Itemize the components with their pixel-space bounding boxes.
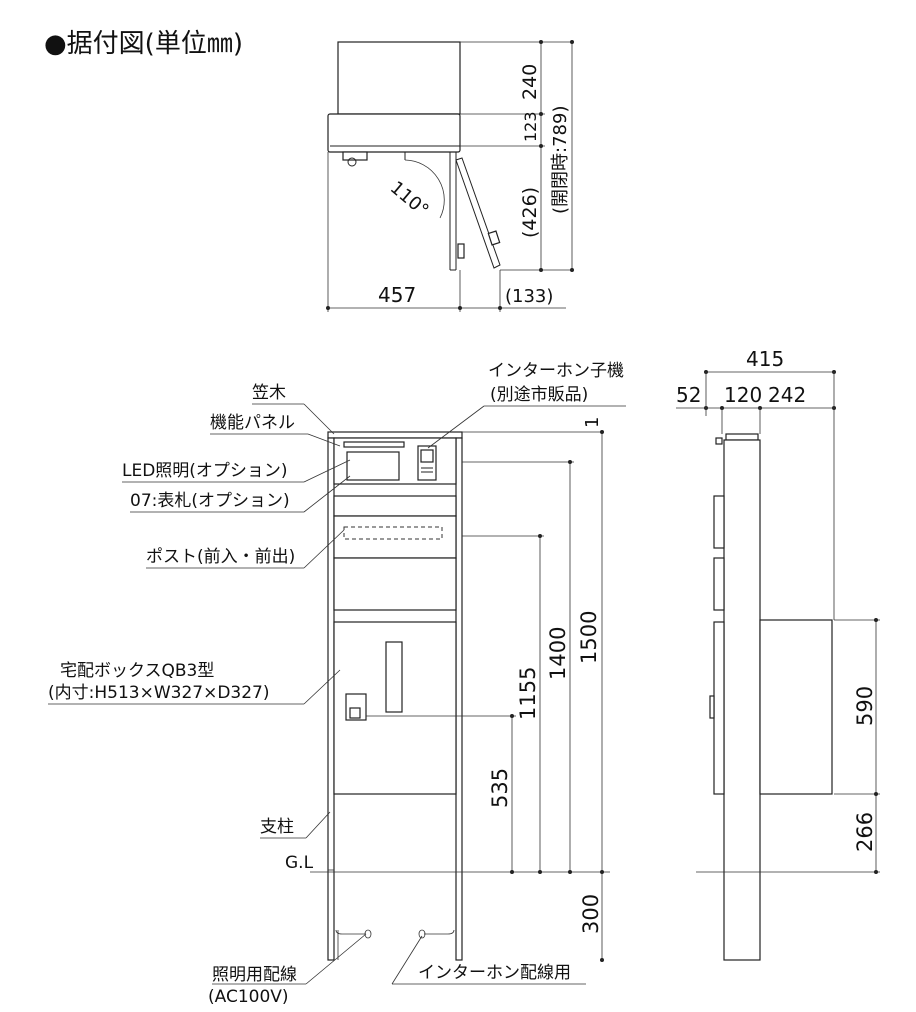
dim-120: 120 (724, 383, 762, 407)
dim-1400: 1400 (546, 627, 570, 680)
label-light-wiring: 照明用配線 (212, 965, 297, 985)
label-delivery-box-size: (内寸:H513×W327×D327) (48, 683, 270, 703)
dim-123: 123 (521, 111, 540, 142)
side-view: 415 52 120 242 590 266 (676, 347, 880, 961)
label-function-panel: 機能パネル (210, 413, 295, 433)
dim-1500: 1500 (577, 611, 601, 664)
label-light-wiring-ac: (AC100V) (208, 987, 289, 1007)
dim-789: (開閉時:789) (550, 106, 571, 214)
dim-457: 457 (378, 283, 416, 307)
dim-590: 590 (853, 686, 877, 726)
dim-1: 1 (582, 417, 603, 428)
dim-415: 415 (746, 347, 784, 371)
dim-240: 240 (519, 64, 541, 100)
dim-300: 300 (579, 894, 603, 934)
dim-1155: 1155 (516, 667, 540, 720)
top-view: 110° 240 123 (426) (開閉時:789) 457 (133) (326, 40, 574, 312)
dim-242: 242 (768, 383, 806, 407)
dim-52: 52 (676, 383, 701, 407)
dim-426: (426) (519, 187, 541, 238)
label-kasagi: 笠木 (252, 383, 286, 403)
label-intercom: インターホン子機 (488, 361, 624, 381)
dim-535: 535 (488, 768, 512, 808)
label-post: ポスト(前入・前出) (146, 547, 295, 567)
label-pillar: 支柱 (260, 817, 294, 837)
label-intercom-wiring: インターホン配線用 (418, 963, 571, 983)
label-gl: G.L (285, 853, 314, 873)
diagram-title: ●据付図(単位㎜) (44, 29, 243, 59)
label-intercom-note: (別途市販品) (490, 385, 588, 405)
door-angle-label: 110° (386, 177, 433, 221)
label-led: LED照明(オプション) (122, 461, 288, 481)
dim-266: 266 (853, 812, 877, 852)
label-nameplate: 07:表札(オプション) (130, 491, 290, 511)
dim-133: (133) (505, 286, 553, 307)
front-view: G.L 笠木 機能パネル LED照明(オプション) 07:表札(オプション) ポ… (48, 361, 626, 1007)
label-delivery-box: 宅配ボックスQB3型 (60, 661, 214, 681)
